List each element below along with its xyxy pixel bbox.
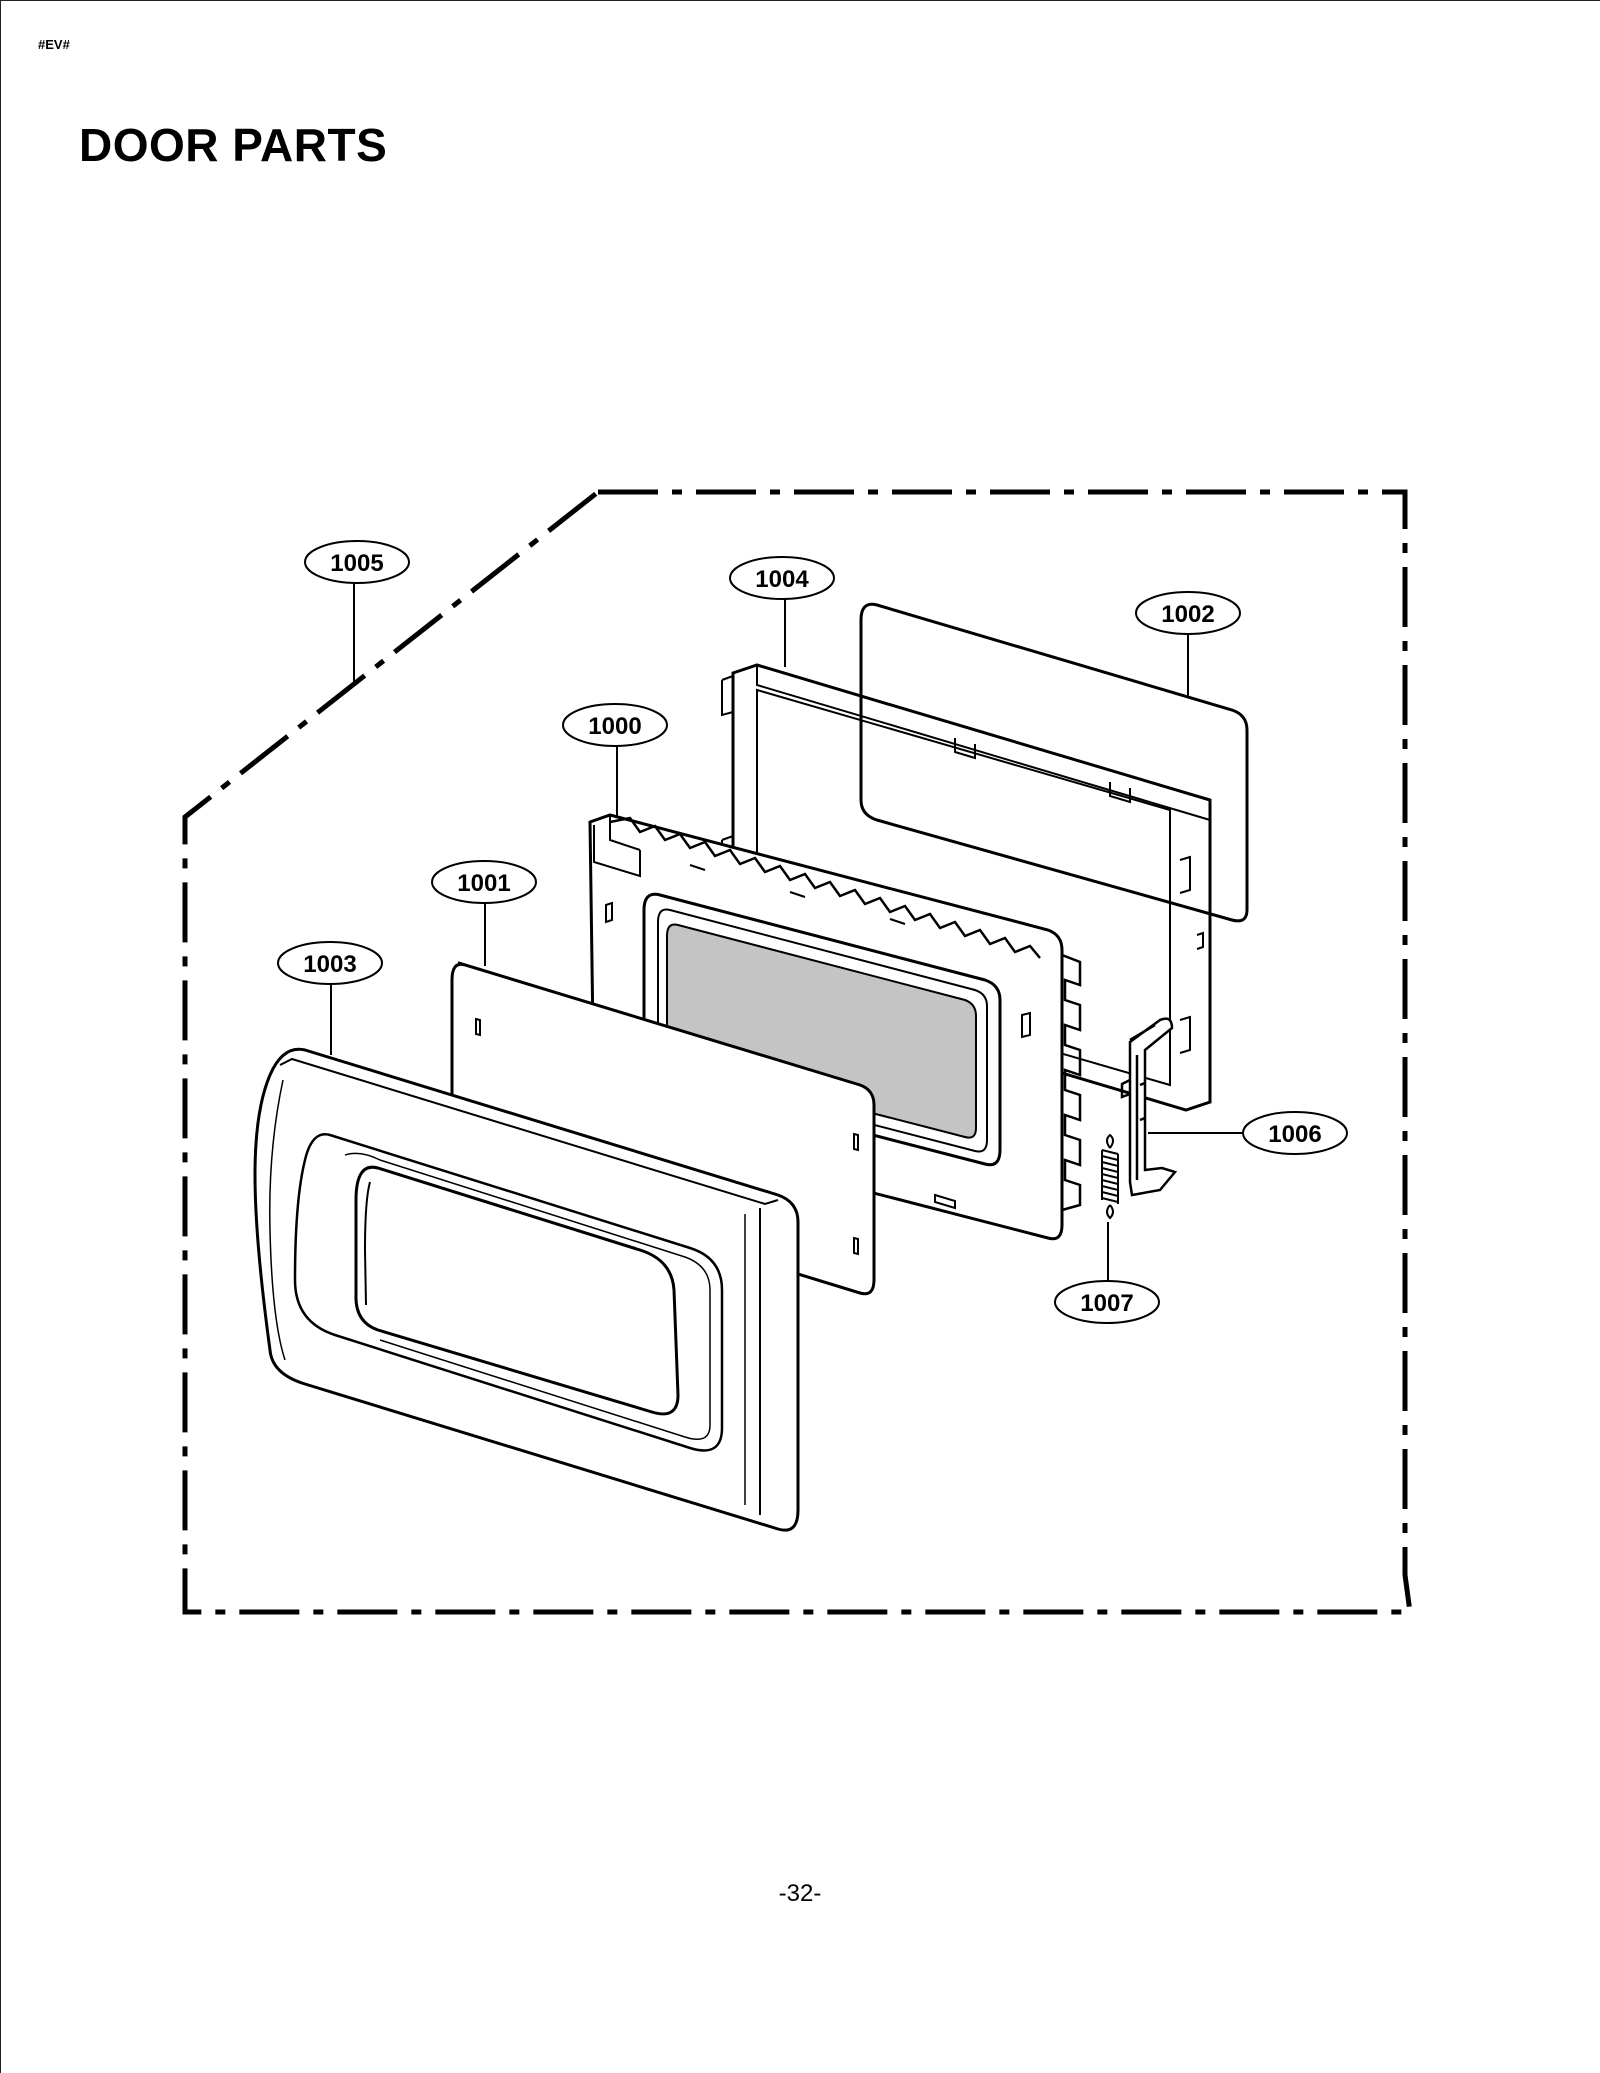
callout-label-1002: 1002 — [1161, 601, 1214, 628]
part-1002-cover — [859, 602, 1249, 923]
page-title: DOOR PARTS — [79, 119, 388, 171]
callout-label-1006: 1006 — [1268, 1121, 1321, 1148]
callout-1001: 1001 — [431, 860, 537, 904]
callout-label-1003: 1003 — [303, 951, 356, 978]
callout-label-1001: 1001 — [457, 870, 510, 897]
leader-lines — [330, 581, 1245, 1283]
callout-1006: 1006 — [1242, 1111, 1348, 1155]
callout-label-1007: 1007 — [1080, 1290, 1133, 1317]
callout-1005: 1005 — [304, 540, 410, 584]
callout-label-1005: 1005 — [330, 550, 383, 577]
callout-label-1004: 1004 — [755, 566, 809, 593]
callout-1004: 1004 — [729, 556, 835, 600]
assembly-boundary — [182, 489, 1413, 1615]
callout-1007: 1007 — [1054, 1280, 1160, 1324]
part-1003-front-panel — [253, 1047, 800, 1532]
part-1006-latch — [1120, 1017, 1178, 1197]
callout-1002: 1002 — [1135, 591, 1241, 635]
callout-1000: 1000 — [562, 703, 668, 747]
part-1007-spring — [1101, 1133, 1119, 1220]
page-number: -32- — [778, 1880, 822, 1907]
callout-label-1000: 1000 — [588, 713, 641, 740]
document-code: #EV# — [38, 37, 70, 52]
callout-1003: 1003 — [277, 941, 383, 985]
